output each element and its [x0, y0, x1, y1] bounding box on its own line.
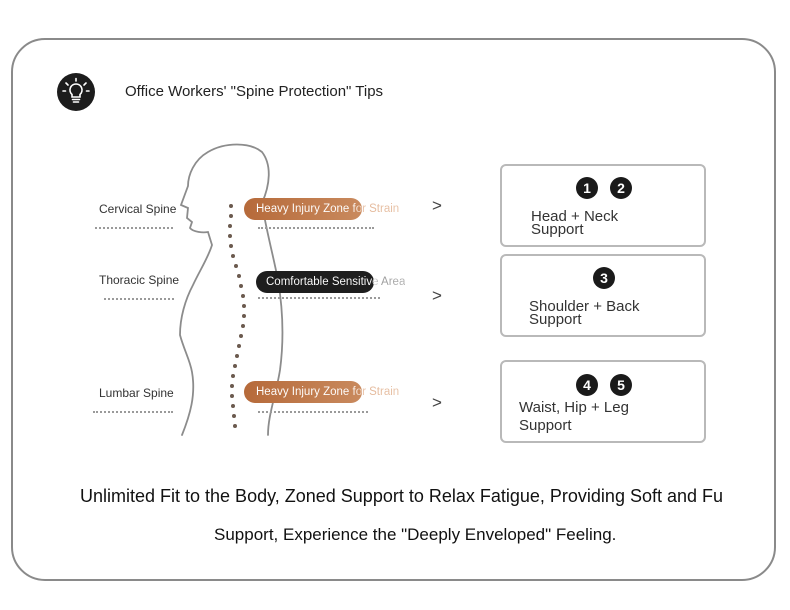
thoracic-zone-dotted-line — [258, 297, 380, 299]
support-line1: Waist, Hip + Leg — [519, 399, 629, 416]
support-line2: Support — [531, 221, 584, 238]
thoracic-dotted-line — [104, 298, 174, 300]
cervical-zone-badge: Heavy Injury Zone for Strain — [244, 198, 399, 220]
page-title: Office Workers' "Spine Protection" Tips — [125, 83, 384, 100]
lumbar-spine-label: Lumbar Spine — [99, 386, 174, 400]
thoracic-spine-label: Thoracic Spine — [99, 273, 180, 287]
thoracic-arrow: > — [432, 286, 442, 305]
lumbar-zone-badge: Heavy Injury Zone for Strain — [244, 381, 399, 403]
thoracic-zone-text: Comfortable Sensitive Area — [266, 271, 405, 293]
number-badge-2: 2 — [610, 177, 632, 199]
support-line1: Shoulder + Back — [529, 298, 640, 315]
number-badge-4: 4 — [576, 374, 598, 396]
lumbar-zone-text: Heavy Injury Zone for Strain — [256, 381, 399, 403]
support-box-head-neck: 1 2 Head + Neck Support — [500, 164, 706, 247]
footer-text-line1: Unlimited Fit to the Body, Zoned Support… — [80, 486, 724, 506]
spine-vertebrae — [228, 204, 246, 428]
lightbulb-icon — [57, 73, 95, 111]
number-badge-3: 3 — [593, 267, 615, 289]
lumbar-dotted-line — [93, 411, 173, 413]
cervical-arrow: > — [432, 196, 442, 215]
cervical-spine-label: Cervical Spine — [99, 202, 177, 216]
thoracic-zone-badge: Comfortable Sensitive Area — [256, 271, 405, 293]
support-box-shoulder-back: 3 Shoulder + Back Support — [500, 254, 706, 337]
lumbar-arrow: > — [432, 393, 442, 412]
number-badge-1: 1 — [576, 177, 598, 199]
cervical-dotted-line — [95, 227, 173, 229]
support-line1: Head + Neck — [531, 208, 619, 225]
cervical-zone-text: Heavy Injury Zone for Strain — [256, 198, 399, 220]
lumbar-zone-dotted-line — [258, 411, 368, 413]
support-line2: Support — [529, 311, 582, 328]
footer-text-line2: Support, Experience the "Deeply Envelope… — [214, 525, 617, 544]
support-line2: Support — [519, 417, 572, 434]
cervical-zone-dotted-line — [258, 227, 374, 229]
number-badge-5: 5 — [610, 374, 632, 396]
support-box-waist-hip-leg: 4 5 Waist, Hip + Leg Support — [500, 360, 706, 443]
